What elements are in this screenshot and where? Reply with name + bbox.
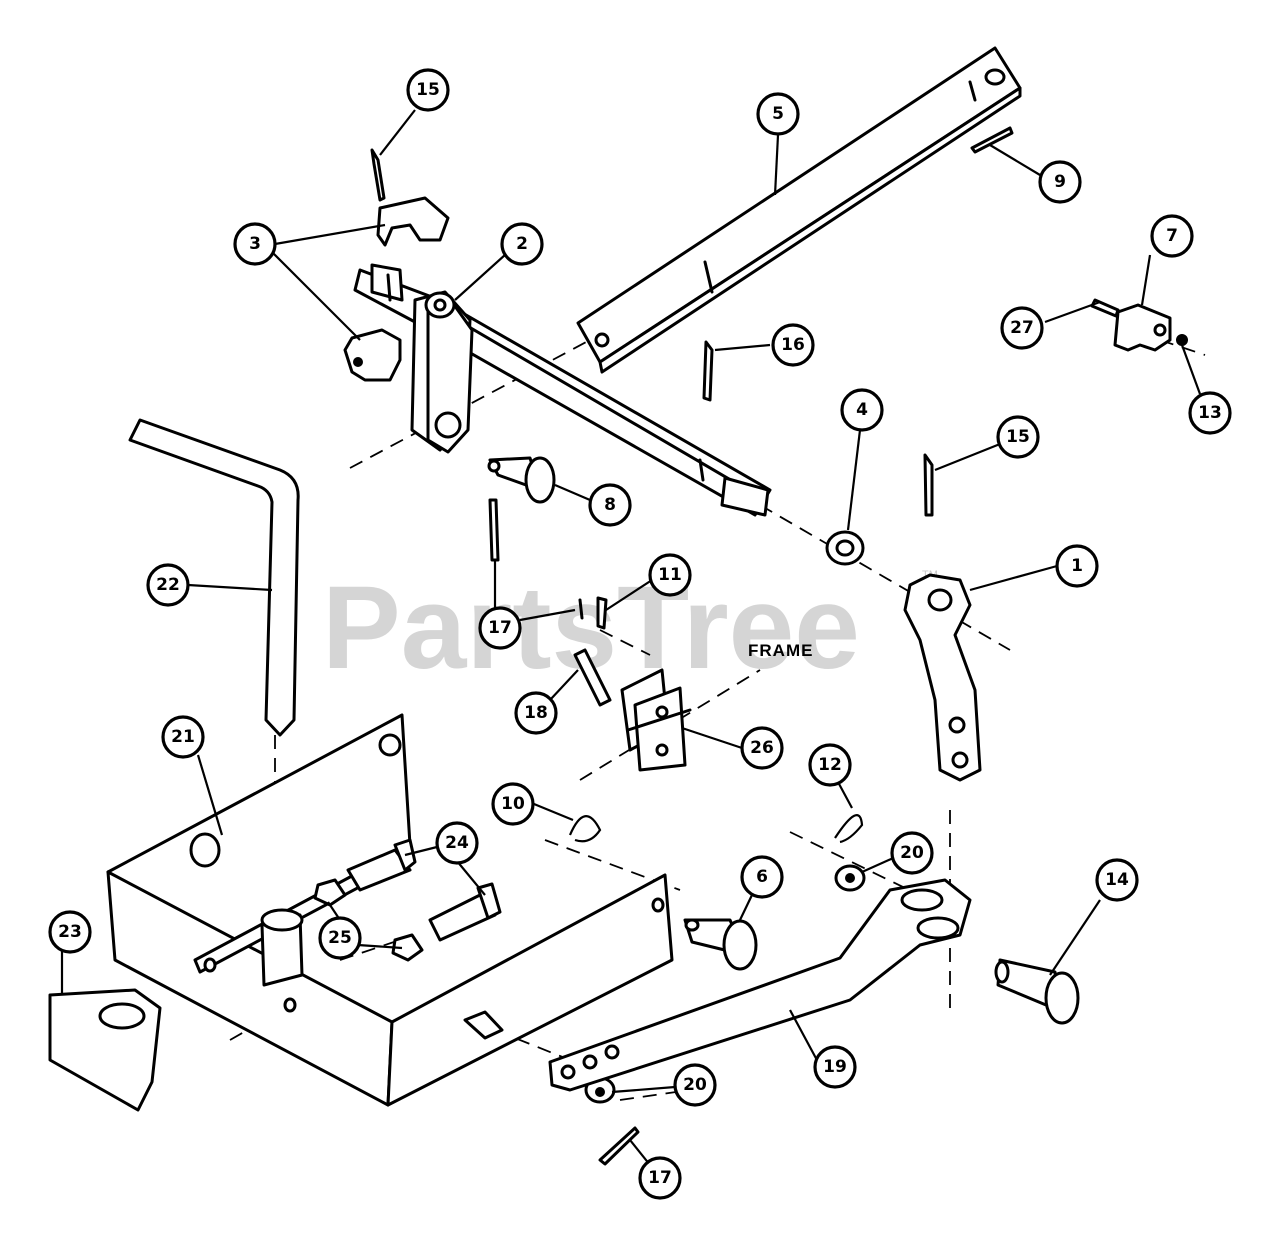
callout-9: 9 xyxy=(1038,160,1082,204)
callout-label: 8 xyxy=(604,495,616,515)
callout-label: 9 xyxy=(1054,172,1066,192)
callout-label: 11 xyxy=(658,565,682,585)
callout-27: 27 xyxy=(1000,306,1044,350)
callout-7: 7 xyxy=(1150,214,1194,258)
callout-22: 22 xyxy=(146,563,190,607)
callout-label: 2 xyxy=(516,234,528,254)
callout-25: 25 xyxy=(318,916,362,960)
part-12-hair-pin xyxy=(834,814,864,844)
callout-label: 10 xyxy=(501,794,525,814)
callout-4: 4 xyxy=(840,388,884,432)
callout-label: 16 xyxy=(781,335,805,355)
part-4-washer xyxy=(825,530,865,566)
part-9-cotter-pin xyxy=(970,126,1014,154)
part-23-wedge-block xyxy=(48,988,162,1112)
callout-19: 19 xyxy=(813,1045,857,1089)
callout-13: 13 xyxy=(1188,391,1232,435)
callout-8: 8 xyxy=(588,483,632,527)
callout-5: 5 xyxy=(756,92,800,136)
part-8-clevis-pin xyxy=(487,456,556,504)
part-25-nuts xyxy=(313,878,424,962)
callout-label: 12 xyxy=(818,755,842,775)
callout-26: 26 xyxy=(740,726,784,770)
callout-3: 3 xyxy=(233,222,277,266)
part-6-clevis-pin xyxy=(683,918,758,971)
callout-label: 1 xyxy=(1071,556,1083,576)
callout-17-mid: 17 xyxy=(478,606,522,650)
callout-label: 17 xyxy=(488,618,512,638)
part-15-cotter-pin-top xyxy=(370,148,386,202)
callout-24: 24 xyxy=(435,821,479,865)
callout-1: 1 xyxy=(1055,544,1099,588)
callout-label: 24 xyxy=(445,833,469,853)
callout-label: 25 xyxy=(328,928,352,948)
callout-label: 22 xyxy=(156,575,180,595)
callout-14: 14 xyxy=(1095,858,1139,902)
callout-label: 3 xyxy=(249,234,261,254)
callout-label: 15 xyxy=(416,80,440,100)
leader-lines xyxy=(60,109,1202,1166)
part-20-washer-right xyxy=(834,864,866,892)
callout-2: 2 xyxy=(500,222,544,266)
callout-label: 23 xyxy=(58,922,82,942)
part-17-cotter-pin-mid xyxy=(488,498,500,562)
callout-6: 6 xyxy=(740,855,784,899)
callout-label: 17 xyxy=(648,1168,672,1188)
part-3-collars xyxy=(343,196,450,382)
part-17-cotter-pin-bottom xyxy=(598,1126,640,1166)
callout-label: 6 xyxy=(756,867,768,887)
callout-label: 26 xyxy=(750,738,774,758)
callout-label: 27 xyxy=(1010,318,1034,338)
callout-label: 19 xyxy=(823,1057,847,1077)
callout-15-right: 15 xyxy=(996,415,1040,459)
callout-20-bottom: 20 xyxy=(673,1063,717,1107)
callout-label: 18 xyxy=(524,703,548,723)
part-19-lift-link xyxy=(548,878,972,1092)
part-spacer-roller xyxy=(463,1010,504,1040)
part-26-hinge-plate xyxy=(620,668,692,772)
callout-18: 18 xyxy=(514,691,558,735)
callout-label: 7 xyxy=(1166,226,1178,246)
callout-20-right: 20 xyxy=(890,831,934,875)
frame-label: FRAME xyxy=(748,641,813,660)
callout-label: 20 xyxy=(900,843,924,863)
callout-16: 16 xyxy=(771,323,815,367)
callout-23: 23 xyxy=(48,910,92,954)
callout-label: 15 xyxy=(1006,427,1030,447)
part-1-lift-lever xyxy=(903,573,982,782)
part-13-nut xyxy=(1176,334,1188,346)
callout-label: 4 xyxy=(856,400,868,420)
part-15-cotter-pin-right xyxy=(923,453,934,517)
part-16-cotter-pin xyxy=(702,340,714,402)
callout-12: 12 xyxy=(808,743,852,787)
part-21-hitch-frame xyxy=(106,713,674,1107)
callout-label: 13 xyxy=(1198,403,1222,423)
callout-10: 10 xyxy=(491,782,535,826)
part-10-hair-pin xyxy=(568,815,602,843)
callout-11: 11 xyxy=(648,553,692,597)
part-5-drawbar xyxy=(576,46,1022,374)
part-18-roll-pin xyxy=(573,648,612,707)
callout-label: 21 xyxy=(171,727,195,747)
callout-17-bottom: 17 xyxy=(638,1156,682,1200)
callout-21: 21 xyxy=(161,715,205,759)
part-14-clevis-pin xyxy=(994,958,1080,1025)
part-7-bracket xyxy=(1113,303,1172,352)
callout-label: 20 xyxy=(683,1075,707,1095)
callout-15-top: 15 xyxy=(406,68,450,112)
callout-label: 5 xyxy=(772,104,784,124)
callout-label: 14 xyxy=(1105,870,1129,890)
part-11-hair-pin xyxy=(578,596,608,630)
part-2-lift-arm xyxy=(410,290,474,454)
part-22-handle xyxy=(128,418,300,737)
